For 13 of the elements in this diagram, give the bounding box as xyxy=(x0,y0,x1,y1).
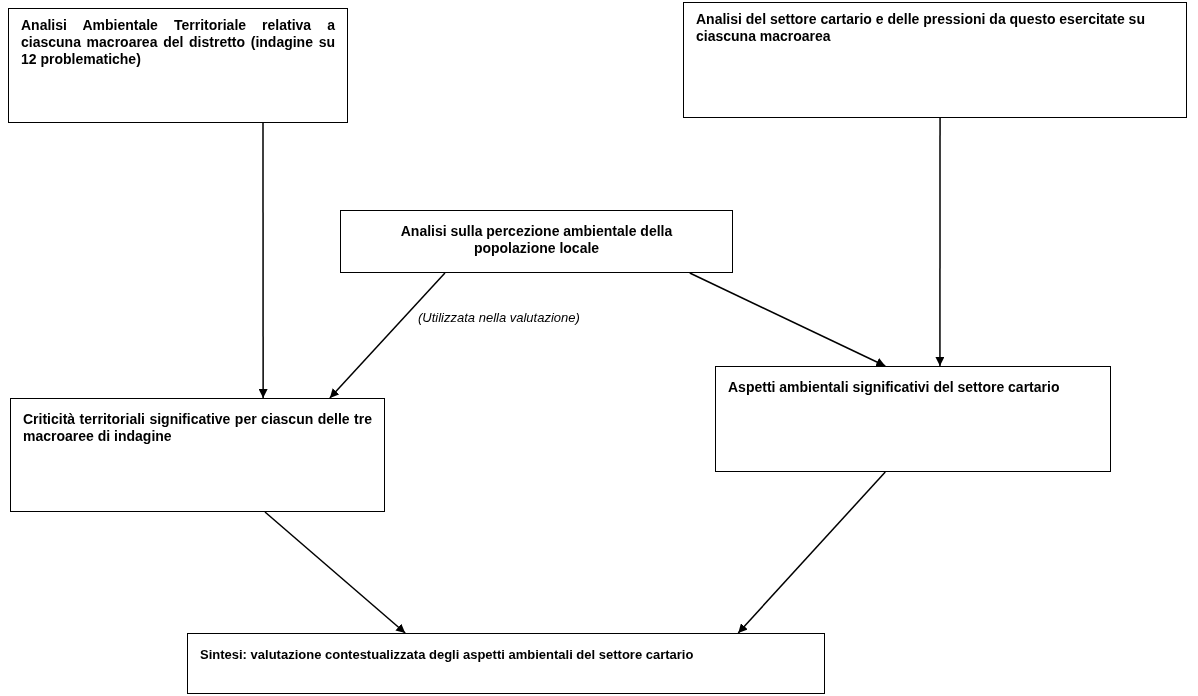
process-box: Criticità territoriali significative per ciascun delle tre macroaree di indagine xyxy=(10,398,385,512)
arrow xyxy=(689,272,887,367)
arrow xyxy=(935,117,945,367)
arrow xyxy=(737,471,887,634)
arrow xyxy=(329,272,446,399)
arrow xyxy=(258,122,268,399)
arrow xyxy=(264,511,406,634)
process-box: Analisi Ambientale Territoriale relativa a ciascuna macroarea del distretto (indagine su 12 problematiche) xyxy=(8,8,348,123)
process-box: Sintesi: valutazione contestualizzata degli aspetti ambientali del settore cartario xyxy=(187,633,825,694)
process-box: Aspetti ambientali significativi del settore cartario xyxy=(715,366,1111,472)
process-box: Analisi del settore cartario e delle pressioni da questo esercitate su ciascuna macroarea xyxy=(683,2,1187,118)
annotation: (Utilizzata nella valutazione) xyxy=(418,309,580,327)
process-box: Analisi sulla percezione ambientale della popolazione locale xyxy=(340,210,733,273)
